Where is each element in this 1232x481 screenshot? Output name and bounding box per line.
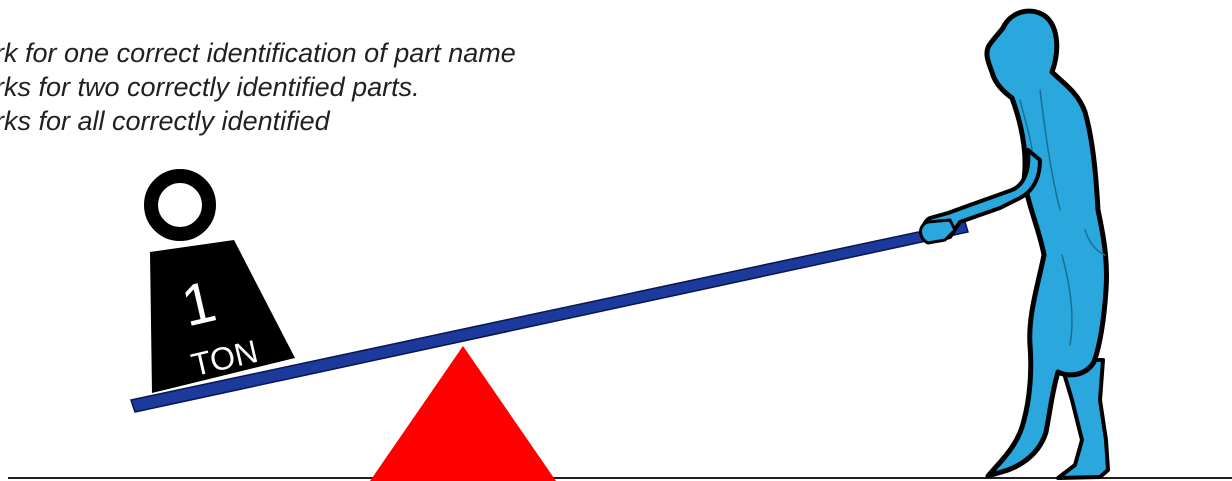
marking-note: arks for all correctly identified: [0, 106, 330, 136]
weight-body: [150, 240, 295, 393]
weight-ring: [144, 169, 216, 241]
marking-notes: ark for one correct identification of pa…: [0, 36, 516, 138]
person-back-leg: [1056, 358, 1110, 480]
person-icon: [919, 8, 1110, 480]
person-detail-lines: [1019, 89, 1106, 346]
weight-icon: 1 TON: [144, 169, 295, 393]
lever-bar: [130, 221, 969, 413]
person-hand: [919, 218, 957, 245]
marking-note: ark for one correct identification of pa…: [0, 38, 516, 68]
person-body: [984, 8, 1110, 479]
fulcrum-icon: [370, 346, 556, 481]
marking-note: arks for two correctly identified parts.: [0, 72, 420, 102]
